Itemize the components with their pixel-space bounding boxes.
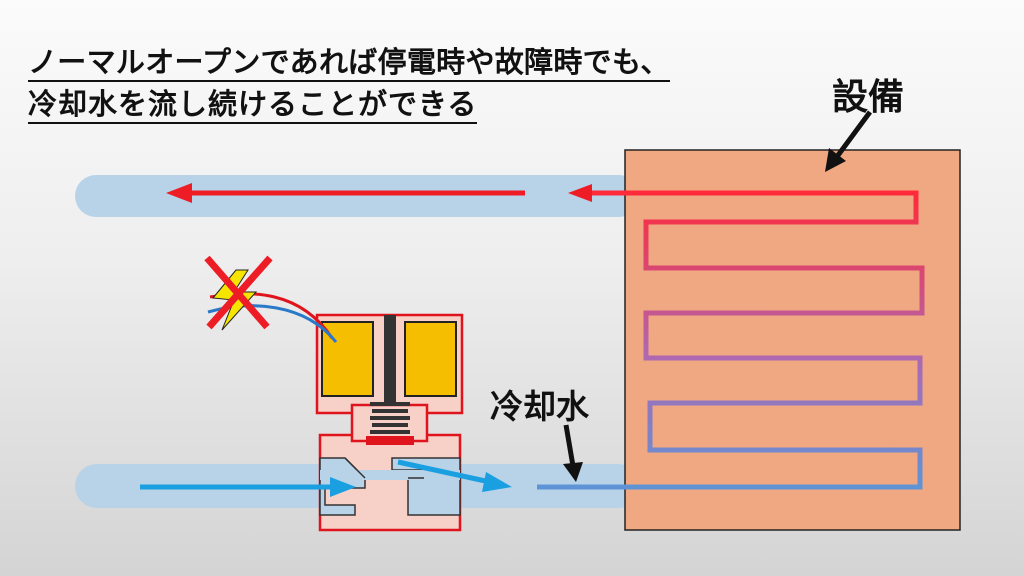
coil-right xyxy=(404,321,457,397)
coolant-pointer-arrow xyxy=(563,424,576,467)
valve-seat-disc xyxy=(366,436,414,445)
inlet-arrowhead xyxy=(568,184,592,202)
supply-flow-arrow-through xyxy=(397,459,491,485)
cooling-coil-path xyxy=(537,190,925,490)
caption-line-1: ノーマルオープンであれば停電時や故障時でも、 xyxy=(28,44,670,82)
spring xyxy=(370,402,410,434)
coolant-label: 冷却水 xyxy=(490,387,589,426)
equipment-label: 設備 xyxy=(832,77,905,118)
equipment-pointer-arrow xyxy=(833,110,873,160)
return-flow-arrowhead xyxy=(166,183,192,203)
caption-line-2: 冷却水を流し続けることができる xyxy=(28,86,478,124)
power-off-icon xyxy=(204,255,338,343)
plunger xyxy=(384,315,396,403)
solenoid-valve xyxy=(315,313,464,532)
supply-flow-arrowhead-in xyxy=(330,477,356,497)
supply-flow-arrowhead-through xyxy=(482,472,512,492)
top-pipe xyxy=(75,175,640,217)
equipment-box xyxy=(624,149,961,531)
